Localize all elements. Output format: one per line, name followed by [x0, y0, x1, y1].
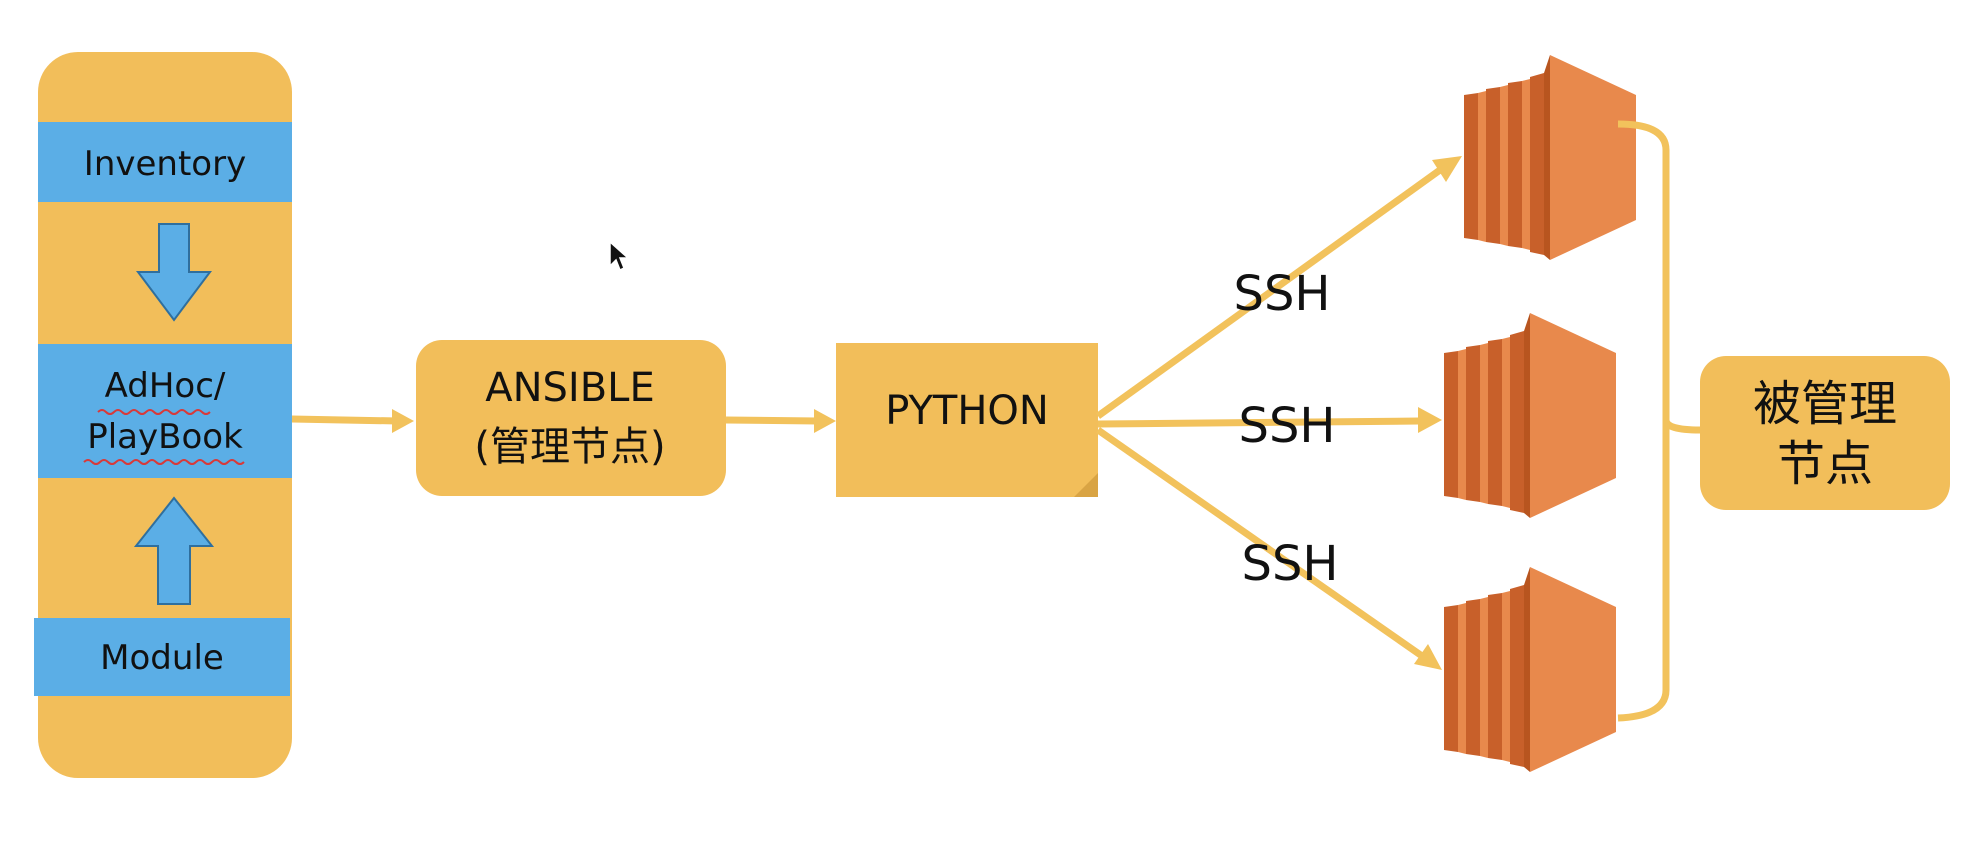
- server-group-bracket: [1617, 120, 1701, 722]
- ansible-subtitle: (管理节点): [474, 424, 665, 470]
- up-arrow-icon: [133, 496, 215, 605]
- ssh-label-bottom: SSH: [1241, 536, 1338, 592]
- server-icon: [1444, 313, 1616, 518]
- module-band: [34, 618, 290, 696]
- playbook-label: PlayBook: [87, 417, 243, 457]
- mouse-cursor-icon: [609, 240, 630, 272]
- python-label: PYTHON: [885, 388, 1049, 434]
- spellcheck-underline: [97, 409, 211, 415]
- inventory-band: [38, 122, 292, 202]
- down-arrow-icon: [136, 223, 212, 322]
- ssh-connection-middle: SSH: [1097, 398, 1442, 454]
- arrow-to-python: [725, 409, 836, 433]
- managed-nodes-label-line1: 被管理: [1753, 376, 1897, 432]
- arrow-to-ansible: [291, 409, 414, 433]
- control-column: Inventory AdHoc/ PlayBook Module: [34, 52, 292, 778]
- managed-nodes-label-line2: 节点: [1777, 436, 1873, 492]
- server-icon: [1464, 55, 1636, 260]
- inventory-label: Inventory: [84, 144, 246, 184]
- ansible-box: ANSIBLE (管理节点): [416, 340, 726, 496]
- managed-nodes-box: 被管理 节点: [1700, 356, 1950, 510]
- ssh-connection-top: SSH: [1095, 156, 1462, 419]
- ssh-label-middle: SSH: [1238, 398, 1335, 454]
- ssh-connection-bottom: SSH: [1095, 427, 1442, 670]
- python-box: PYTHON: [836, 343, 1098, 497]
- ansible-label: ANSIBLE: [485, 365, 654, 411]
- server-icon: [1444, 567, 1616, 772]
- module-label: Module: [100, 638, 224, 678]
- spellcheck-underline: [83, 459, 245, 465]
- adhoc-label: AdHoc/: [105, 366, 226, 406]
- ssh-label-top: SSH: [1233, 266, 1330, 322]
